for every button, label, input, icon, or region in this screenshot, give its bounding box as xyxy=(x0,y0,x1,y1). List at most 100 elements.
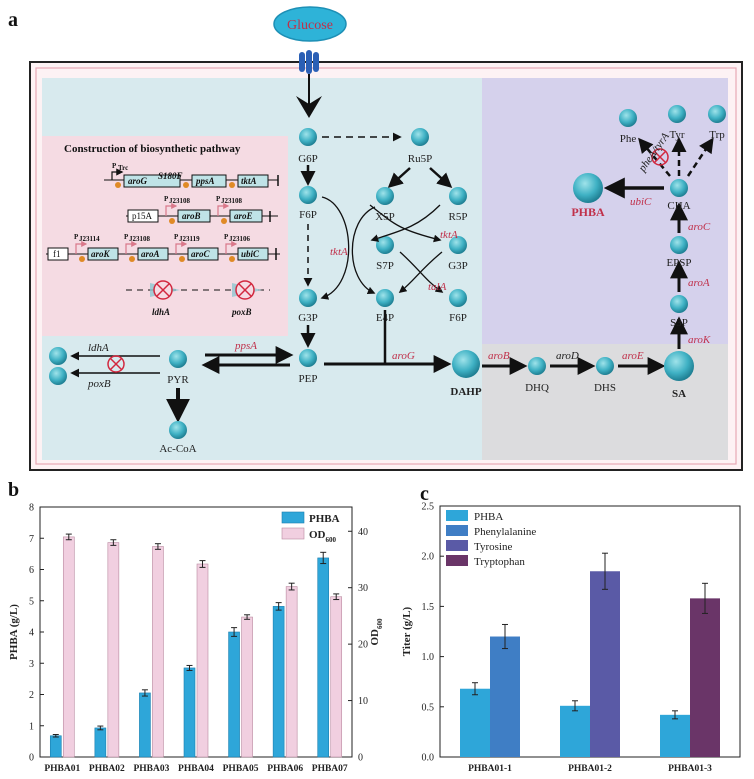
glucose-ellipse xyxy=(273,6,347,42)
enzyme-aroB: aroB xyxy=(488,350,510,362)
metabolite-node xyxy=(449,236,467,254)
metabolite-node xyxy=(670,295,688,313)
y-tick-label: 8 xyxy=(29,503,34,514)
y-tick-label: 1.5 xyxy=(422,602,435,613)
metabolite-PHBA: PHBA xyxy=(571,205,605,219)
bar-phba xyxy=(49,735,62,758)
main-pathway: ppsA PYR Ac-CoA ldhA poxB aroG DAHP aroB… xyxy=(49,105,726,455)
promoter-sub: J23108 xyxy=(169,197,191,205)
bar-od xyxy=(152,546,164,758)
metabolite-node xyxy=(376,236,394,254)
metabolite-DHQ: DHQ xyxy=(525,382,549,394)
y-tick-label: 3 xyxy=(29,659,34,670)
pheA-arrow xyxy=(638,137,671,177)
metabolite-node xyxy=(169,350,187,368)
rbs-icon xyxy=(129,256,135,262)
construction-content: Construction of biosynthetic pathway P T… xyxy=(46,143,280,317)
y-tick-label: 7 xyxy=(29,534,34,545)
bar-phenylalanine xyxy=(490,636,520,757)
metabolite-node xyxy=(668,105,686,123)
backbone-box xyxy=(47,247,69,261)
construction-title: Construction of biosynthetic pathway xyxy=(64,143,241,155)
promoter-label: P xyxy=(112,162,117,170)
promoter-sub: J23119 xyxy=(179,235,200,243)
enzyme-ldhA: ldhA xyxy=(88,342,109,354)
promoter-label: P xyxy=(124,233,129,241)
legend-swatch-tyrosine xyxy=(446,540,468,551)
bar-tryptophan xyxy=(690,598,720,757)
gene-ppsA: ppsA xyxy=(195,176,215,186)
metabolite-node xyxy=(169,421,187,439)
metabolite-node xyxy=(49,367,67,385)
panel-label-c: c xyxy=(420,483,429,505)
y-tick-label: 0.5 xyxy=(422,702,435,713)
tal-arrow xyxy=(399,251,444,293)
x-tick-label: PHBA01 xyxy=(44,764,80,774)
legend-label-od-sub: 600 xyxy=(326,536,337,544)
bar-phba xyxy=(139,692,151,758)
bar-od xyxy=(62,536,75,758)
metabolite-node xyxy=(708,105,726,123)
enzyme-tktA: tktA xyxy=(440,229,458,241)
metabolite-SA: SA xyxy=(672,388,686,400)
metabolite-S3P: S3P xyxy=(670,317,688,329)
knockout-icon xyxy=(651,148,669,166)
y2-axis-title-sub: 600 xyxy=(376,618,384,629)
bar-phba xyxy=(660,714,690,757)
promoter-arrow xyxy=(125,241,138,254)
glucose-label: Glucose xyxy=(287,18,333,33)
enzyme-ubiC: ubiC xyxy=(630,196,652,208)
metabolite-PEP: PEP xyxy=(299,373,318,385)
enzyme-aroC: aroC xyxy=(688,221,711,233)
enzyme-aroD: aroD xyxy=(556,350,579,362)
metabolite-node xyxy=(299,186,317,204)
gene-aroA: aroA xyxy=(141,249,160,259)
flux-arrow xyxy=(429,167,453,189)
enzyme-talA: talA xyxy=(428,281,447,293)
promoter-arrow xyxy=(75,241,88,254)
metabolite-node xyxy=(619,109,637,127)
y2-tick-label: 30 xyxy=(358,583,368,594)
promoter-arrow xyxy=(165,203,178,216)
gene-box xyxy=(87,247,119,261)
bar-phba xyxy=(460,688,490,757)
y-tick-label: 2.0 xyxy=(422,552,435,563)
y2-axis-title: OD600 xyxy=(369,618,384,646)
metabolite-node xyxy=(596,357,614,375)
legend-swatch-phba xyxy=(281,511,305,524)
construction-box xyxy=(42,136,288,336)
bar-phba xyxy=(94,727,107,758)
legend-swatch-od xyxy=(281,527,305,540)
metabolite-node xyxy=(376,187,394,205)
metabolite-node xyxy=(299,128,317,146)
tkt-arrow xyxy=(370,204,441,242)
bar-phba xyxy=(272,606,285,758)
metabolite-AcCoA: Ac-CoA xyxy=(159,443,196,455)
legend-label-tryptophan: Tryptophan xyxy=(474,556,525,568)
promoter-label: P xyxy=(74,233,79,241)
metabolite-CHA: CHA xyxy=(667,200,690,212)
metabolite-node xyxy=(664,351,694,381)
rbs-icon xyxy=(229,256,235,262)
promoter-arrow xyxy=(111,168,124,180)
metabolite-node xyxy=(528,357,546,375)
x-tick-label: PHBA01-1 xyxy=(468,764,512,774)
rbs-icon xyxy=(79,256,85,262)
y2-tick-label: 0 xyxy=(358,753,363,764)
plot-frame xyxy=(39,506,353,758)
promoter-sub: J23106 xyxy=(229,235,251,243)
enzyme-ppsA: ppsA xyxy=(234,340,257,352)
promoter-arrow xyxy=(217,203,230,216)
enzyme-aroA: aroA xyxy=(688,277,710,289)
promoter-arrow xyxy=(175,241,188,254)
x-tick-label: PHBA04 xyxy=(178,764,214,774)
metabolite-node xyxy=(299,289,317,307)
bar-od xyxy=(241,616,253,758)
metabolite-node xyxy=(670,236,688,254)
rbs-icon xyxy=(179,256,185,262)
backbone-p15A: p15A xyxy=(132,211,153,221)
legend-label-tyrosine: Tyrosine xyxy=(474,541,512,553)
promoter-label: P xyxy=(174,233,179,241)
